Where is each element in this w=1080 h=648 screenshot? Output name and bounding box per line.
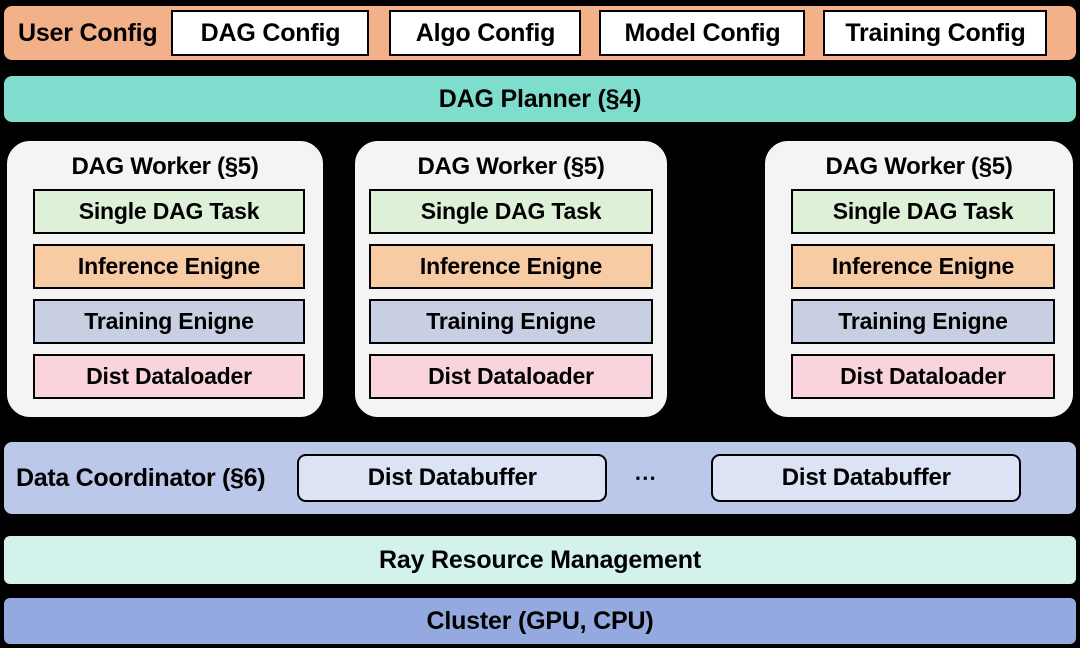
dist-databuffer-1: Dist Databuffer	[297, 454, 608, 502]
training-engine-2: Training Enigne	[369, 299, 653, 344]
dag-worker-2: DAG Worker (§5) Single DAG Task Inferenc…	[352, 138, 670, 420]
dag-worker-2-stack: Single DAG Task Inference Enigne Trainin…	[369, 189, 653, 407]
dag-worker-1-title: DAG Worker (§5)	[71, 153, 259, 180]
training-engine-3: Training Enigne	[791, 299, 1055, 344]
databuffer-ellipsis: ⋯	[634, 464, 657, 490]
inference-engine-1: Inference Enigne	[33, 244, 305, 289]
model-config-box[interactable]: Model Config	[599, 10, 806, 56]
dist-dataloader-2: Dist Dataloader	[369, 354, 653, 399]
inference-engine-3: Inference Enigne	[791, 244, 1055, 289]
user-config-row: User Config DAG Config Algo Config Model…	[2, 4, 1078, 62]
dag-worker-3-stack: Single DAG Task Inference Enigne Trainin…	[791, 189, 1055, 407]
dag-worker-1: DAG Worker (§5) Single DAG Task Inferenc…	[4, 138, 326, 420]
cluster-bar: Cluster (GPU, CPU)	[2, 596, 1078, 646]
dag-planner-bar: DAG Planner (§4)	[2, 74, 1078, 124]
dag-worker-2-title: DAG Worker (§5)	[417, 153, 605, 180]
dist-databuffer-2: Dist Databuffer	[711, 454, 1022, 502]
algo-config-box[interactable]: Algo Config	[389, 10, 582, 56]
data-coordinator-bar: Data Coordinator (§6) Dist Databuffer ⋯ …	[2, 440, 1078, 516]
dist-dataloader-1: Dist Dataloader	[33, 354, 305, 399]
user-config-label: User Config	[18, 18, 158, 47]
dag-worker-1-stack: Single DAG Task Inference Enigne Trainin…	[33, 189, 305, 407]
single-dag-task-3: Single DAG Task	[791, 189, 1055, 234]
training-engine-1: Training Enigne	[33, 299, 305, 344]
training-config-box[interactable]: Training Config	[823, 10, 1048, 56]
dag-config-box[interactable]: DAG Config	[171, 10, 370, 56]
ray-resource-management-bar: Ray Resource Management	[2, 534, 1078, 586]
inference-engine-2: Inference Enigne	[369, 244, 653, 289]
dist-dataloader-3: Dist Dataloader	[791, 354, 1055, 399]
dag-worker-3: DAG Worker (§5) Single DAG Task Inferenc…	[762, 138, 1076, 420]
single-dag-task-2: Single DAG Task	[369, 189, 653, 234]
data-coordinator-label: Data Coordinator (§6)	[16, 463, 266, 492]
single-dag-task-1: Single DAG Task	[33, 189, 305, 234]
dag-worker-3-title: DAG Worker (§5)	[825, 153, 1013, 180]
